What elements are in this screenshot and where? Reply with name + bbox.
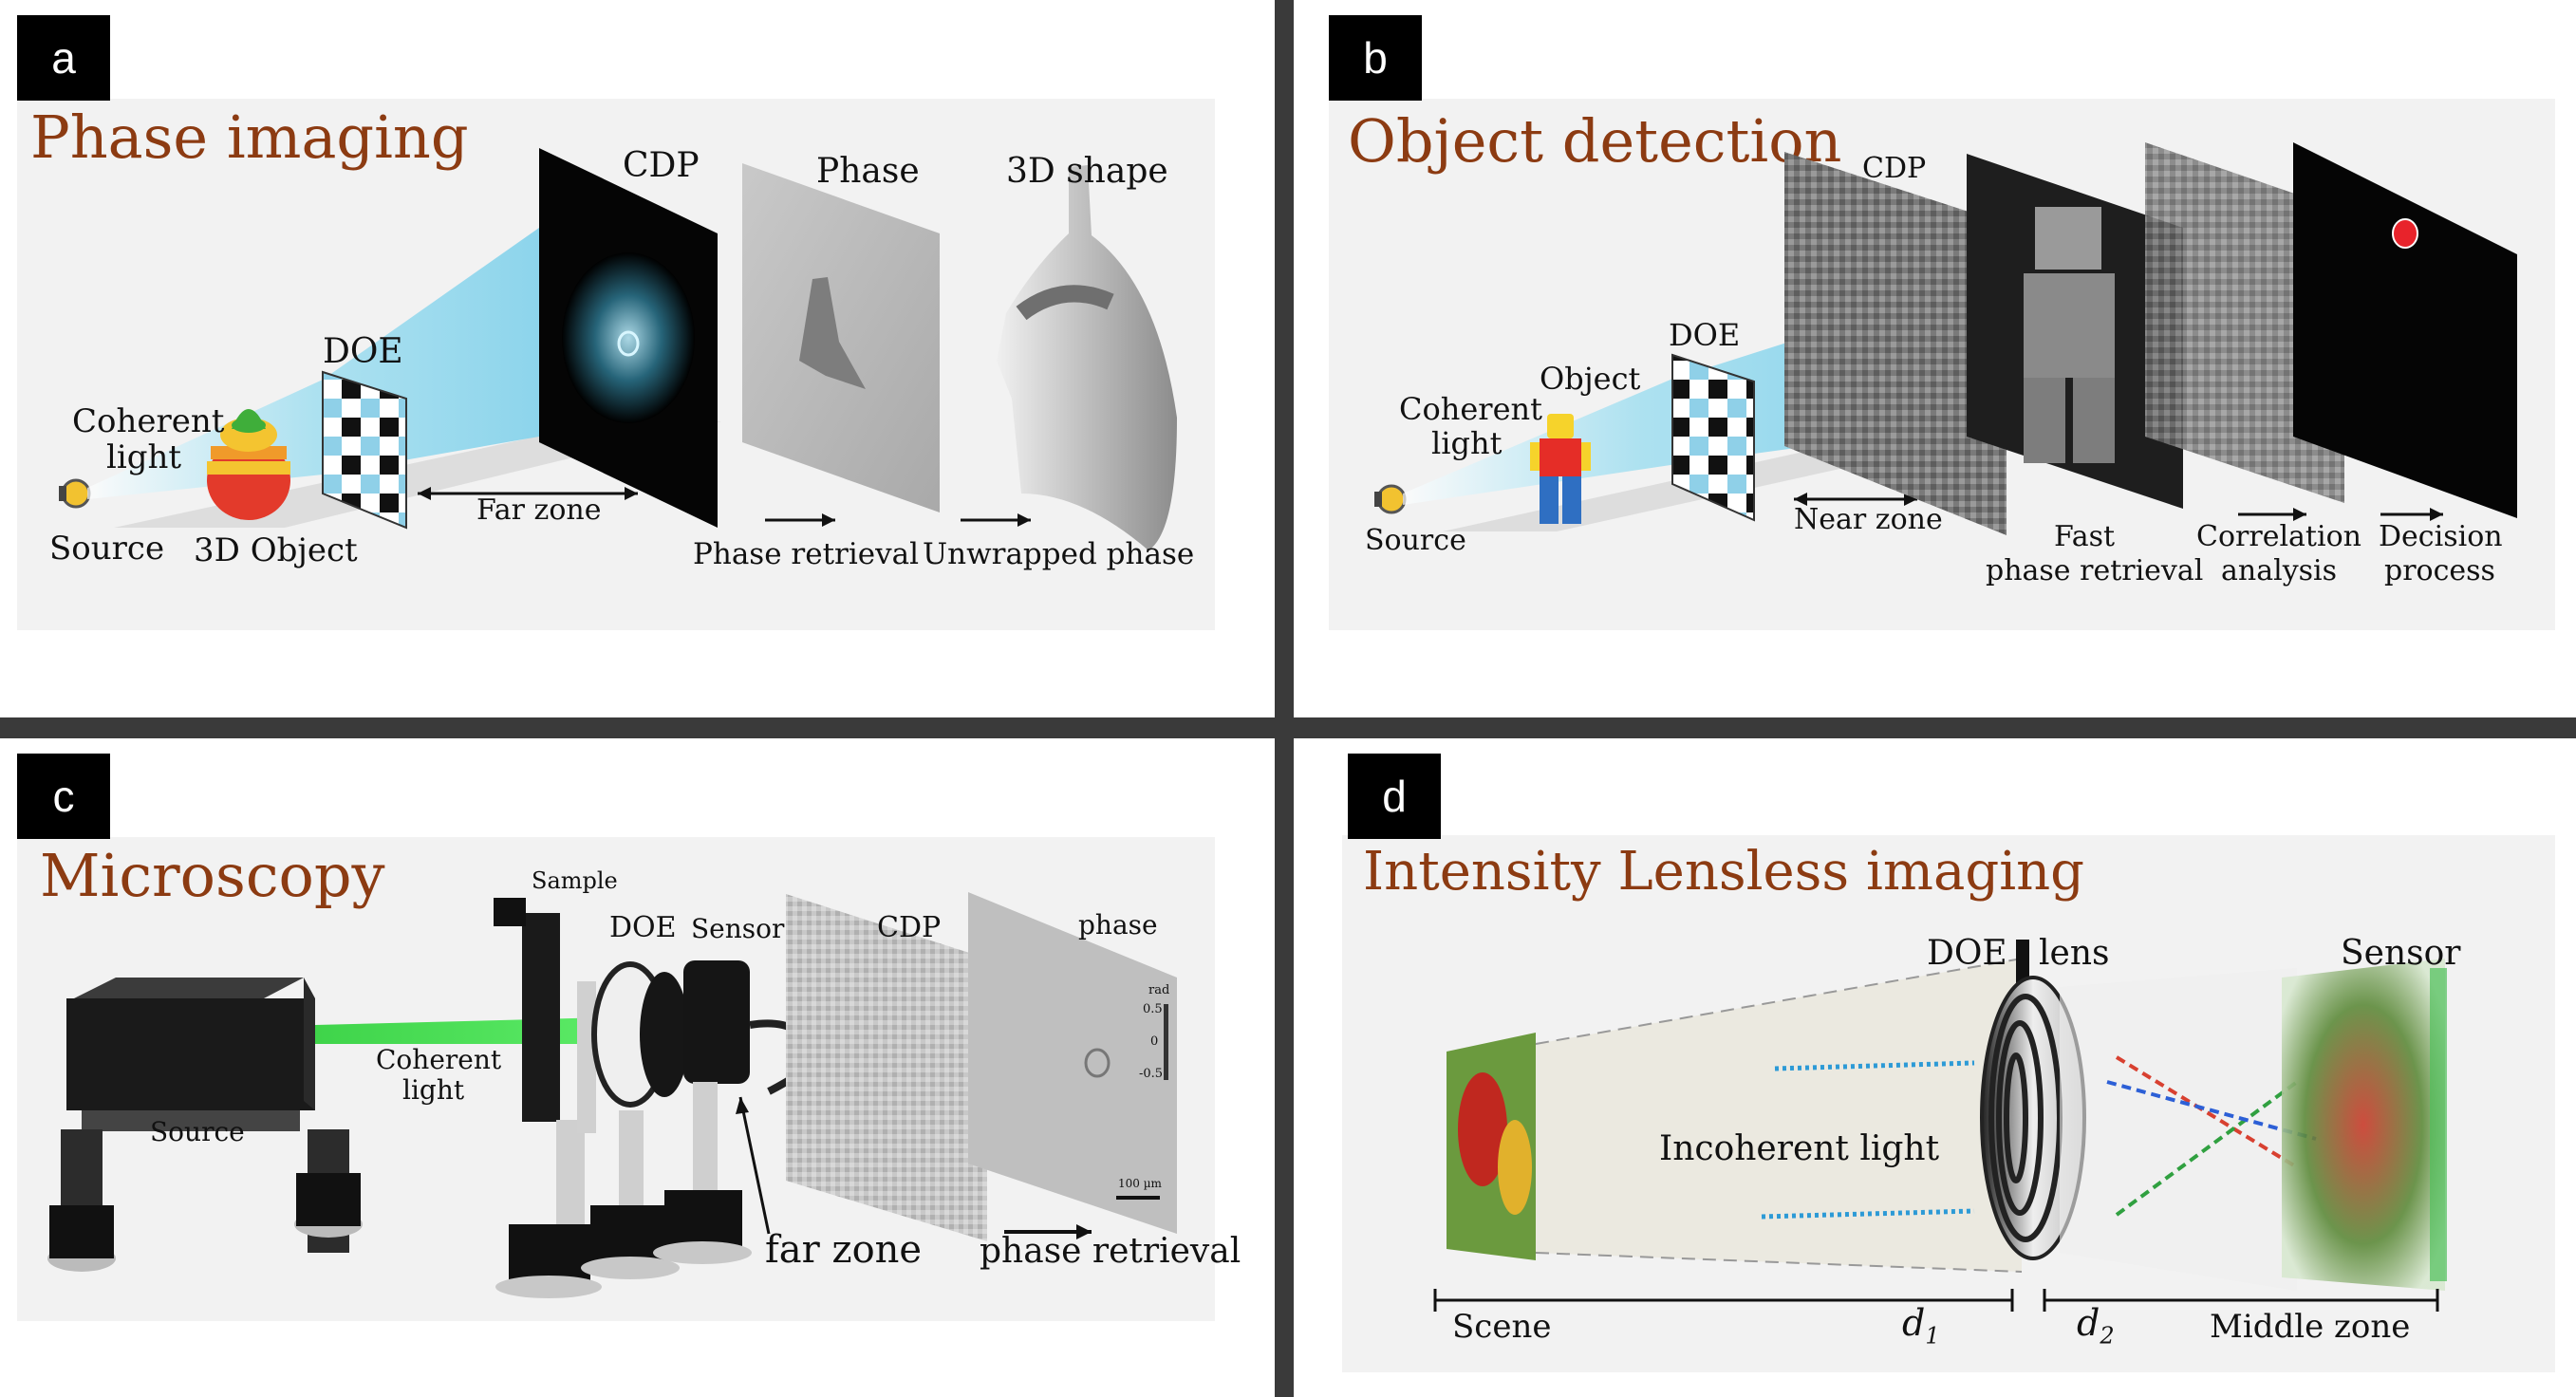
label-d2-sub: 2	[2100, 1322, 2115, 1350]
label-cdp-c: CDP	[877, 911, 942, 944]
scene-image	[1447, 1033, 1536, 1260]
phase-plane-c	[968, 892, 1177, 1234]
label-scale-mid: 0	[1150, 1034, 1159, 1049]
label-phase-a: Phase	[816, 152, 920, 191]
label-phase-retrieval-a: Phase retrieval	[693, 537, 920, 571]
incoherent-light-cone	[1536, 959, 2022, 1272]
label-coherent-c1: Coherent	[376, 1044, 502, 1075]
label-doe-a: DOE	[323, 332, 403, 371]
optical-mount-icon	[494, 898, 821, 1298]
label-scale-rad: rad	[1148, 983, 1170, 997]
panel-a-artwork	[59, 148, 1177, 550]
panel-b-letter: b	[1329, 15, 1422, 101]
panel-d-title: Intensity Lensless imaging	[1363, 841, 2085, 903]
panel-b-title: Object detection	[1348, 106, 1842, 176]
label-3d-shape: 3D shape	[1006, 152, 1168, 191]
vase-object-icon	[207, 409, 290, 520]
ray-bottom	[1761, 1208, 1975, 1220]
floor-plane-b	[1443, 452, 1917, 531]
label-source-c: Source	[150, 1116, 245, 1147]
label-decision-1: Decision	[2379, 520, 2503, 553]
cdp-plane-c	[786, 894, 987, 1241]
label-source-a: Source	[49, 530, 165, 568]
sensor-image	[2282, 959, 2445, 1291]
label-doe-c: DOE	[609, 911, 677, 944]
label-object-b: Object	[1540, 361, 1641, 397]
reconstructed-shape	[997, 165, 1177, 550]
colorbar	[1164, 1004, 1168, 1080]
label-scale-bar: 100 µm	[1118, 1177, 1162, 1190]
label-incoherent-light: Incoherent light	[1659, 1129, 1940, 1168]
label-d1: d1	[1902, 1302, 1940, 1350]
label-unwrapped-phase: Unwrapped phase	[923, 537, 1195, 571]
vertical-divider	[1275, 0, 1294, 1397]
label-coherent-a2: light	[106, 438, 182, 476]
label-correlation-1: Correlation	[2196, 520, 2361, 553]
lego-figure-icon	[1530, 414, 1591, 524]
label-cdp-b: CDP	[1862, 152, 1927, 185]
sensor-pixels	[2430, 968, 2447, 1281]
sensor-body	[683, 960, 750, 1084]
label-fast-1: Fast	[2054, 520, 2116, 553]
label-coherent-b1: Coherent	[1399, 391, 1542, 427]
label-3d-object: 3D Object	[194, 531, 358, 569]
label-d1-main: d	[1902, 1302, 1926, 1344]
label-coherent-a1: Coherent	[72, 402, 225, 440]
label-doe-b: DOE	[1669, 317, 1741, 353]
panel-b-artwork	[1374, 142, 2517, 535]
label-lens: lens	[2039, 934, 2110, 973]
label-near-zone: Near zone	[1794, 503, 1943, 536]
coherent-beam	[87, 228, 539, 499]
cdp-glow	[562, 252, 695, 423]
label-d2-main: d	[2077, 1302, 2100, 1344]
label-scene: Scene	[1452, 1308, 1552, 1346]
label-d1-sub: 1	[1925, 1322, 1940, 1350]
label-sample: Sample	[532, 867, 618, 894]
panel-a-title: Phase imaging	[30, 102, 469, 172]
label-coherent-c2: light	[402, 1074, 465, 1106]
phase-plane	[742, 163, 940, 512]
label-fast-2: phase retrieval	[1986, 554, 2204, 587]
detection-dot	[2392, 218, 2418, 249]
label-far-zone-a: Far zone	[476, 494, 602, 527]
label-phase-retrieval-c: phase retrieval	[980, 1232, 1241, 1271]
label-far-zone-c: far zone	[765, 1228, 923, 1272]
far-zone-pointer	[738, 1096, 771, 1235]
label-d2: d2	[2077, 1302, 2115, 1350]
label-sensor-d: Sensor	[2341, 934, 2461, 973]
ray-top	[1774, 1060, 1975, 1071]
label-scale-bot: -0.5	[1139, 1067, 1164, 1081]
panel-d-letter: d	[1348, 754, 1441, 839]
lego-reconstruction	[2035, 207, 2101, 270]
panel-c-artwork	[47, 892, 1177, 1298]
decision-plane	[2293, 142, 2517, 518]
label-phase-c: phase	[1078, 909, 1158, 941]
label-coherent-b2: light	[1431, 425, 1503, 461]
label-correlation-2: analysis	[2221, 554, 2338, 587]
horizontal-divider	[0, 717, 2576, 738]
cdp-plane-b	[1784, 152, 2007, 535]
label-scale-top: 0.5	[1143, 1002, 1163, 1016]
laser-source-icon	[47, 978, 363, 1272]
label-middle-zone: Middle zone	[2210, 1308, 2411, 1346]
label-cdp-a: CDP	[623, 146, 700, 185]
panel-c-title: Microscopy	[40, 841, 385, 910]
source-bulb-icon	[61, 478, 91, 509]
doe-mask-b	[1671, 353, 1755, 522]
phase-object-silhouette	[799, 277, 866, 389]
panel-c-letter: c	[17, 754, 110, 839]
panel-a-letter: a	[17, 15, 110, 101]
label-doe-d: DOE	[1927, 934, 2007, 973]
label-decision-2: process	[2384, 554, 2495, 587]
source-bulb-icon-b	[1376, 484, 1407, 514]
panel-d-artwork	[1433, 940, 2447, 1312]
label-source-b: Source	[1365, 524, 1466, 557]
doe-post	[2016, 940, 2029, 987]
doe-mask	[322, 370, 407, 530]
coherent-beam-b	[1403, 313, 1879, 505]
label-sensor-c: Sensor	[691, 913, 785, 944]
